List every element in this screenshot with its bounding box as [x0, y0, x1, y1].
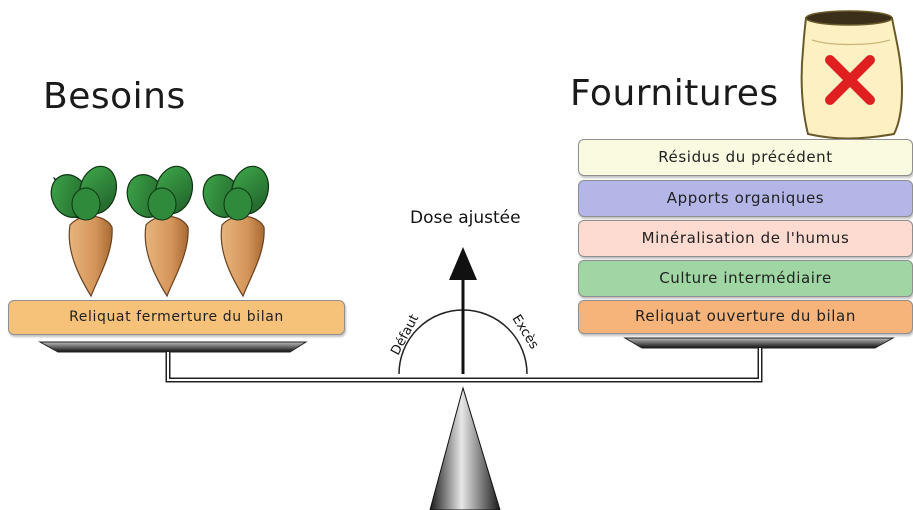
right-box-label: Culture intermédiaire — [579, 261, 912, 295]
right-box-label: Apports organiques — [579, 181, 912, 215]
sugar-beet-icon — [196, 162, 273, 296]
scale-pillar — [430, 388, 500, 510]
left-pan — [40, 342, 306, 352]
fertilizer-bag-crossed-icon — [802, 11, 902, 139]
right-box-reliquat-ouverture: Reliquat ouverture du bilan — [578, 300, 913, 334]
right-pan — [625, 338, 893, 348]
right-box-mineralisation: Minéralisation de l'humus — [578, 220, 913, 257]
gauge — [399, 247, 527, 374]
right-box-residus: Résidus du précédent — [578, 139, 913, 176]
arrow-up-icon — [449, 247, 477, 280]
dose-ajustee-label: Dose ajustée — [410, 208, 521, 228]
gauge-left-label: Défaut — [388, 312, 422, 358]
sugar-beet-icon — [120, 162, 197, 296]
right-box-culture: Culture intermédiaire — [578, 260, 913, 297]
right-box-label: Reliquat ouverture du bilan — [579, 301, 912, 332]
sugar-beet-icon — [44, 162, 121, 296]
right-box-apports: Apports organiques — [578, 180, 913, 217]
left-box-reliquat-fermeture: Reliquat fermerture du bilan — [8, 300, 345, 335]
gauge-right-label: Excès — [509, 312, 542, 352]
right-box-label: Minéralisation de l'humus — [579, 221, 912, 255]
right-box-label: Résidus du précédent — [579, 140, 912, 174]
left-box-label: Reliquat fermerture du bilan — [9, 301, 344, 333]
